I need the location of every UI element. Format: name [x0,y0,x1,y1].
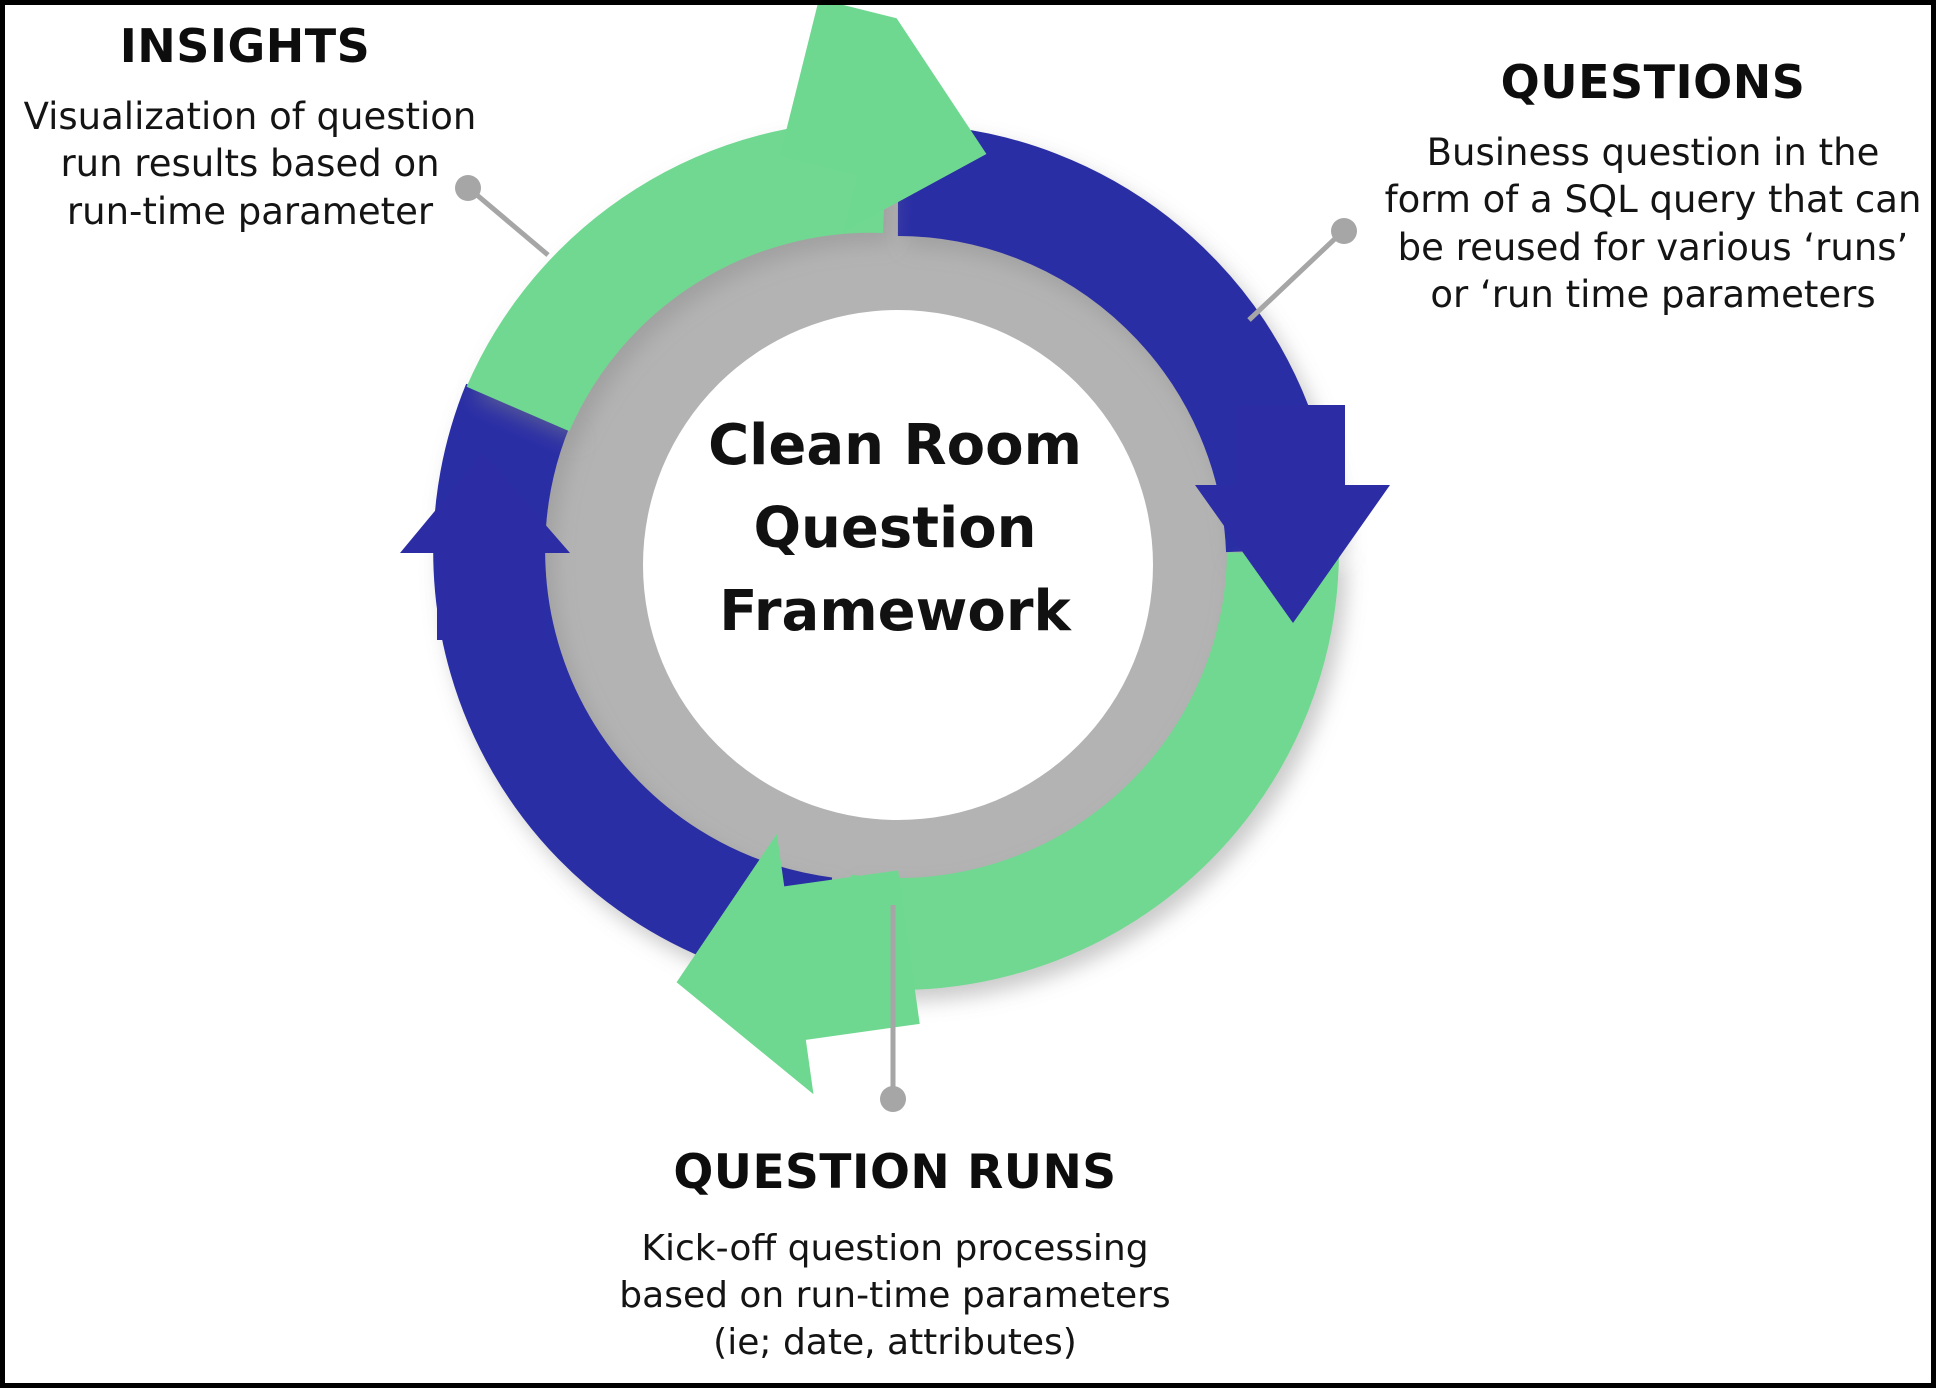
callout-question-runs: QUESTION RUNS Kick-off question processi… [505,1145,1285,1366]
callout-question-runs-line-3: (ie; date, attributes) [713,1321,1077,1363]
callout-questions: QUESTIONS Business question in the form … [1383,55,1923,318]
callout-insights: INSIGHTS Visualization of question run r… [15,19,485,235]
callout-question-runs-body: Kick-off question processing based on ru… [505,1226,1285,1366]
callout-question-runs-line-1: Kick-off question processing [641,1228,1149,1269]
questions-leader-dot [1331,218,1357,244]
left-blue-arrowhead [400,453,570,553]
top-green-arrowhead [779,5,987,232]
center-label-line-3: Framework [719,578,1071,644]
callout-questions-line-1: Business question in the [1426,131,1880,174]
callout-insights-title: INSIGHTS [119,19,371,73]
callout-questions-line-4: or ‘run time parameters [1430,273,1876,317]
insights-leader-line [469,188,550,257]
inner-white-circle [643,310,1153,820]
green-arc-band [466,120,1339,990]
left-blue-arrow-shaft [437,545,545,640]
cycle-diagram-graphic [400,5,1390,1112]
right-blue-arrowhead [1195,485,1390,623]
questions-leader-line [1247,231,1343,322]
callout-insights-line-3: run-time parameter [66,189,434,233]
question-runs-leader-dot [880,1086,906,1112]
callout-questions-title: QUESTIONS [1500,55,1806,109]
callout-insights-line-1: Visualization of question [23,95,477,138]
center-label: Clean Room Question Framework [605,405,1185,654]
callout-question-runs-line-2: based on run-time parameters [619,1274,1171,1316]
callout-insights-line-2: run results based on [60,142,440,186]
callout-insights-body: Visualization of question run results ba… [15,93,485,235]
callout-questions-line-2: form of a SQL query that can [1384,178,1922,222]
right-blue-arrow-shaft [1237,405,1345,495]
insights-leader-dot [455,175,481,201]
callout-question-runs-title: QUESTION RUNS [673,1145,1117,1200]
callout-questions-body: Business question in the form of a SQL q… [1383,129,1923,318]
center-label-line-1: Clean Room [708,413,1082,478]
center-label-line-2: Question [753,495,1037,561]
callout-questions-line-3: be reused for various ‘runs’ [1397,225,1909,269]
bottom-green-arrowhead [676,833,920,1095]
